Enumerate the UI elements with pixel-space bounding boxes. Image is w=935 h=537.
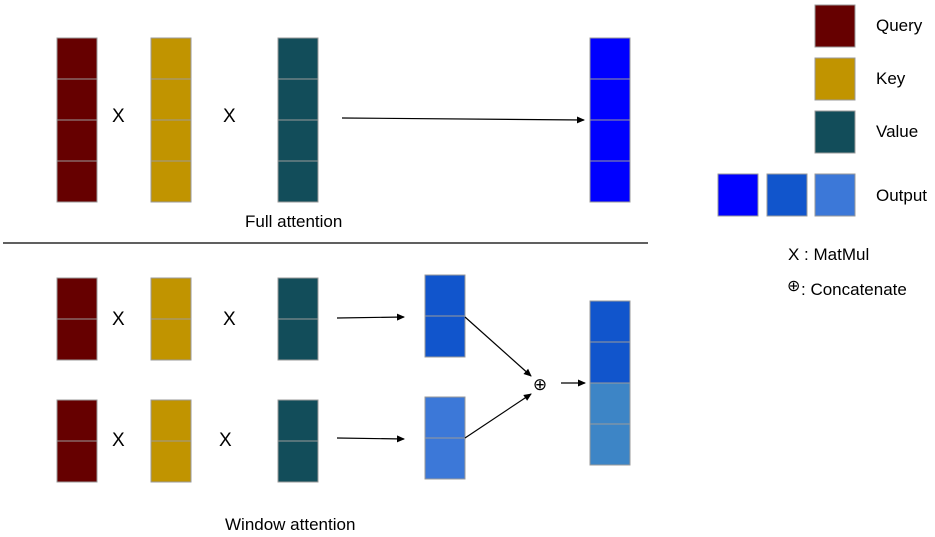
full-query-cell [56, 119, 98, 162]
legend-concatenate-icon: ⊕ [787, 278, 800, 295]
legend-value-label: Value [876, 122, 918, 141]
concat-output-cell [589, 382, 631, 425]
window-value-cell [277, 399, 319, 442]
window-key-block [150, 277, 192, 361]
legend-value-swatch [814, 110, 856, 154]
window-value-cell [277, 440, 319, 483]
window-output-cell [424, 437, 466, 480]
full-output-cell [589, 37, 631, 80]
window-output-cell [424, 315, 466, 358]
full-key-cell [150, 78, 192, 121]
legend-key-label: Key [876, 69, 906, 88]
full-output-cell [589, 119, 631, 162]
full-key-cell [150, 37, 192, 80]
legend-query-label: Query [876, 16, 923, 35]
window-value-cell [277, 277, 319, 320]
legend-output-label: Output [876, 186, 927, 205]
window-query-cell [56, 399, 98, 442]
merge-arrow-bottom [464, 393, 532, 439]
window-row-1-output-block [424, 274, 466, 358]
legend: Query Key Value Output X : MatMul ⊕ : Co… [717, 4, 927, 299]
window-row-2: X X [56, 396, 466, 483]
full-query-cell [56, 160, 98, 203]
window-query-block [56, 399, 98, 483]
full-query-block [56, 37, 98, 203]
window-row-2-operator-1: X [112, 430, 125, 451]
window-row-1-operator-2: X [223, 309, 236, 330]
full-attention-section: X X Full attention [56, 37, 631, 231]
window-key-cell [150, 277, 192, 320]
window-value-cell [277, 318, 319, 361]
legend-concatenate-note: : Concatenate [801, 280, 907, 299]
legend-query-swatch [814, 4, 856, 48]
window-row-1-arrow [336, 313, 405, 321]
full-key-cell [150, 160, 192, 203]
legend-output-swatch-2 [766, 173, 808, 217]
window-output-cell [424, 396, 466, 439]
window-row-1: X X [56, 274, 466, 361]
window-key-cell [150, 318, 192, 361]
window-row-2-arrow [336, 435, 405, 443]
window-query-cell [56, 440, 98, 483]
concat-output-cell [589, 341, 631, 384]
window-key-block [150, 399, 192, 483]
concat-output-cell [589, 300, 631, 343]
full-value-cell [277, 160, 319, 203]
window-row-2-operator-2: X [219, 430, 232, 451]
concat-output-cell [589, 423, 631, 466]
window-query-cell [56, 277, 98, 320]
full-output-block [589, 37, 631, 203]
window-output-cell [424, 274, 466, 317]
window-query-cell [56, 318, 98, 361]
window-value-block [277, 399, 319, 483]
window-attention-caption: Window attention [225, 515, 355, 534]
full-operator-2: X [223, 106, 236, 127]
window-key-cell [150, 440, 192, 483]
full-value-cell [277, 119, 319, 162]
full-query-cell [56, 37, 98, 80]
full-value-cell [277, 78, 319, 121]
full-value-cell [277, 37, 319, 80]
legend-output-swatch-1 [717, 173, 759, 217]
full-arrow [341, 116, 585, 124]
full-value-block [277, 37, 319, 203]
legend-output-swatch-3 [814, 173, 856, 217]
full-operator-1: X [112, 106, 125, 127]
full-attention-caption: Full attention [245, 212, 342, 231]
window-query-block [56, 277, 98, 361]
full-query-cell [56, 78, 98, 121]
full-key-block [150, 37, 192, 203]
window-value-block [277, 277, 319, 361]
merge-arrow-top [464, 316, 532, 377]
window-row-1-operator-1: X [112, 309, 125, 330]
full-output-cell [589, 78, 631, 121]
window-key-cell [150, 399, 192, 442]
legend-matmul-note: X : MatMul [788, 245, 869, 264]
full-key-cell [150, 119, 192, 162]
window-attention-section: X X X [56, 274, 631, 534]
legend-key-swatch [814, 57, 856, 101]
window-concat-output-block [589, 300, 631, 466]
concatenate-icon: ⊕ [533, 375, 547, 394]
window-row-2-output-block [424, 396, 466, 480]
full-output-cell [589, 160, 631, 203]
